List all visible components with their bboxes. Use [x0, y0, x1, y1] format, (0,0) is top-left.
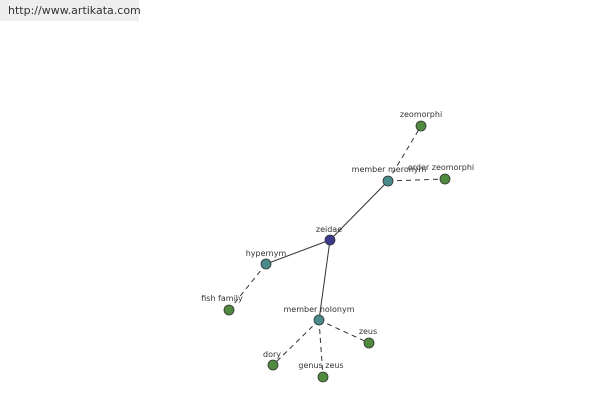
label-order-zeomorphi[interactable]: order zeomorphi: [408, 163, 474, 172]
edge-hypernym-to-fish-family: [228, 263, 267, 311]
node-fish-family[interactable]: [223, 304, 235, 316]
edge-zeidae-to-member-meronym: [329, 180, 389, 241]
node-dory[interactable]: [267, 359, 279, 371]
source-url-link[interactable]: http://www.artikata.com: [0, 0, 141, 21]
node-genus-zeus[interactable]: [317, 371, 329, 383]
label-zeomorphi[interactable]: zeomorphi: [400, 110, 442, 119]
edge-member-holonym-to-genus-zeus: [318, 319, 324, 378]
edge-member-holonym-to-zeus: [318, 319, 370, 344]
node-order-zeomorphi[interactable]: [439, 173, 451, 185]
node-zeidae[interactable]: [324, 234, 336, 246]
node-member-holonym[interactable]: [313, 314, 325, 326]
edge-zeidae-to-member-holonym: [318, 239, 331, 321]
label-fish-family[interactable]: fish family: [201, 294, 243, 303]
nodes-layer: [223, 120, 451, 383]
edge-member-holonym-to-dory: [272, 319, 320, 366]
label-zeus[interactable]: zeus: [359, 327, 377, 336]
label-hypernym[interactable]: hypernym: [246, 249, 287, 258]
node-zeomorphi[interactable]: [415, 120, 427, 132]
edge-zeidae-to-hypernym: [265, 239, 331, 265]
node-zeus[interactable]: [363, 337, 375, 349]
label-member-holonym[interactable]: member holonym: [283, 305, 354, 314]
labels-layer: zeidae member meronym hypernym member holon…: [201, 110, 474, 370]
edge-member-meronym-to-order-zeomorphi: [387, 178, 446, 182]
label-dory[interactable]: dory: [263, 350, 281, 359]
label-member-meronym[interactable]: member meronym: [352, 165, 427, 174]
edges-layer: [228, 125, 446, 378]
edge-member-meronym-to-zeomorphi: [387, 125, 422, 182]
label-zeidae[interactable]: zeidae: [316, 225, 342, 234]
node-member-meronym[interactable]: [382, 175, 394, 187]
label-genus-zeus[interactable]: genus zeus: [298, 361, 343, 370]
node-hypernym[interactable]: [260, 258, 272, 270]
